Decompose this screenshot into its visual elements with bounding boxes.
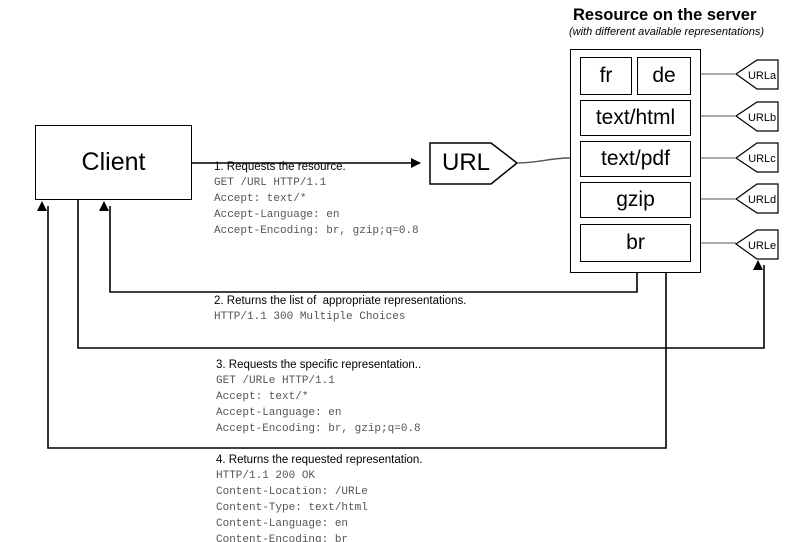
url-tag-shape-urlb: [734, 101, 779, 132]
url-node-shape: [429, 142, 519, 185]
step-1-code: GET /URL HTTP/1.1 Accept: text/* Accept-…: [214, 177, 419, 237]
representation-box-text-pdf[interactable]: text/pdf: [580, 141, 691, 177]
url-node-label: URL: [441, 149, 490, 176]
representation-box-br[interactable]: br: [580, 224, 691, 262]
url-tag-shape-urlc: [734, 142, 779, 173]
step-4-code: HTTP/1.1 200 OK Content-Location: /URLe …: [216, 470, 368, 542]
flow-3-requests-specific: [77, 200, 765, 349]
flow-2-returns-list: [99, 201, 638, 293]
flow-4-returns-representation: [37, 201, 667, 449]
representation-box-fr[interactable]: fr: [580, 57, 632, 95]
step-1-title: 1. Requests the resource.: [214, 161, 346, 173]
step-4-title: 4. Returns the requested representation.: [216, 454, 423, 466]
step-2-block: 2. Returns the list of appropriate repre…: [214, 294, 467, 325]
representation-box-text-html[interactable]: text/html: [580, 100, 691, 136]
url-tag-shape-urle: [734, 229, 779, 260]
url-tag-shape-urla: [734, 59, 779, 90]
flow-url-to-server: [516, 157, 571, 164]
representation-box-de[interactable]: de: [637, 57, 691, 95]
url-tag-urlc[interactable]: URLc: [748, 153, 776, 165]
step-2-code: HTTP/1.1 300 Multiple Choices: [214, 311, 406, 323]
url-tag-shape-urld: [734, 183, 779, 214]
step-1-block: 1. Requests the resource. GET /URL HTTP/…: [214, 160, 419, 239]
client-box[interactable]: [35, 125, 192, 200]
url-tag-urle[interactable]: URLe: [747, 240, 777, 252]
step-3-title: 3. Requests the specific representation.…: [216, 359, 422, 371]
server-title: Resource on the server: [573, 6, 757, 24]
url-tag-urlb[interactable]: URLb: [747, 112, 777, 124]
step-3-code: GET /URLe HTTP/1.1 Accept: text/* Accept…: [216, 375, 421, 435]
client-label: Client: [81, 148, 146, 176]
url-tag-urld[interactable]: URLd: [747, 194, 777, 206]
server-subtitle: (with different available representation…: [569, 26, 765, 38]
representation-box-gzip[interactable]: gzip: [580, 182, 691, 218]
step-2-title: 2. Returns the list of appropriate repre…: [214, 295, 467, 307]
step-4-block: 4. Returns the requested representation.…: [216, 453, 423, 542]
step-3-block: 3. Requests the specific representation.…: [216, 358, 421, 437]
url-tag-urla[interactable]: URLa: [747, 70, 777, 82]
